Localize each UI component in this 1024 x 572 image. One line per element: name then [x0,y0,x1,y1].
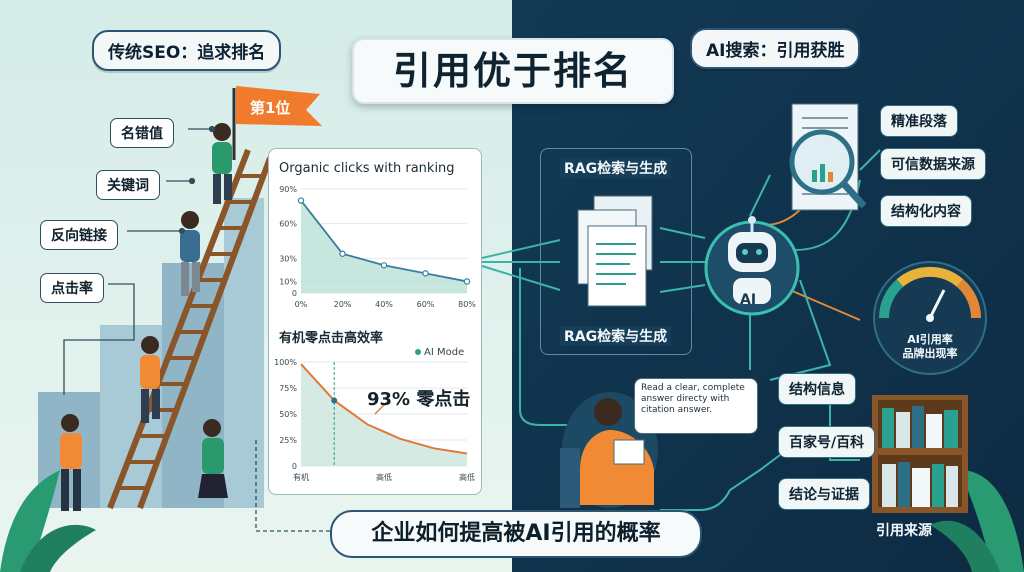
chart2-annotation-arrow [374,401,388,415]
plant-left [0,470,96,572]
chart1-y-tick: 0 [292,289,297,298]
ladder [107,148,273,510]
chart2-y-tick: 0 [292,462,297,471]
chart1-svg: 90% 60% 30% 10% 0 0% 20% 40% 60% 80% [279,185,476,309]
chart2-title: 有机零点击高效率 [279,331,384,346]
rag-box [540,148,692,355]
chart2-point [331,397,338,404]
plant-right [930,470,1024,572]
chart2-y-tick: 75% [279,384,297,393]
chart1-x-tick: 40% [375,300,393,309]
flag-icon [232,86,322,160]
reader-person-icon [560,392,658,508]
chart2-y-tick: 25% [279,436,297,445]
gauge-icon [873,261,987,375]
left-header: 传统SEO：追求排名 [92,30,282,71]
tag-click-rate: 点击率 [40,273,104,303]
tag-ranking-value: 名错值 [110,118,174,148]
chart1-point [297,197,305,204]
tag-keywords: 关键词 [96,170,160,200]
chart2-y-tick: 50% [279,410,297,419]
chart1-point [380,262,388,269]
climber-lower [140,336,160,423]
tag-precise-paragraph: 精准段落 [880,105,958,137]
gauge-label: AI引用率品牌出现率 [885,333,975,361]
chart-panel: Organic clicks with ranking 90% 60% 30% 10%… [268,148,482,495]
source-caption: 引用来源 [876,523,932,539]
bottom-title: 企业如何提高被AI引用的概率 [330,510,702,558]
gauge-label-line1: AI引用率 [907,333,953,346]
chart1-y-tick: 30% [279,254,297,263]
speech-bubble: Read a clear, complete answer directy wi… [634,378,758,434]
magnifier-document-icon [789,103,867,211]
left-connectors [63,125,330,532]
legend-dot-icon [415,349,421,355]
chart1-point [422,270,429,277]
ai-label: AI [740,292,757,308]
right-header: AI搜索：引用获胜 [690,28,861,69]
chart2-x-tick: 高低 [459,472,475,482]
chart1-point [463,278,471,285]
tag-structure-info: 结构信息 [778,373,856,405]
chart1-y-tick: 10% [279,277,297,286]
main-title: 引用优于排名 [352,38,674,104]
ai-robot-icon [704,216,800,316]
chart2-line [300,363,468,455]
flag-label: 第1位 [250,99,291,117]
chart1-area [301,200,467,293]
chart2-svg: 100% 75% 50% 25% 0有机 高低 高低 [274,358,475,482]
person-standing-left [60,414,82,511]
chart1-point [339,250,346,257]
chart1-y-tick: 90% [279,185,297,194]
bookshelf-icon [872,395,968,513]
chart1-x-tick: 80% [458,300,476,309]
rag-bottom-label: RAG检索与生成 [560,326,672,346]
chart2-x-tick: 高低 [376,472,392,482]
chart2-annotation: 93% 零点击 [367,389,471,410]
document-stack-icon [577,195,653,307]
tag-baike: 百家号/百科 [778,426,876,458]
tag-structured-content: 结构化内容 [880,195,972,227]
chart2-y-tick: 100% [274,358,297,367]
chart1-y-tick: 60% [279,220,297,229]
tag-backlinks: 反向链接 [40,220,118,250]
chart1-title: Organic clicks with ranking [279,161,455,176]
chart2-legend-label: AI Mode [424,347,465,358]
person-standing-right [198,419,228,498]
chart2-area [301,364,467,466]
chart2-x-tick: 有机 [293,472,309,482]
chart2-legend: AI Mode [415,347,464,358]
climber-top [212,123,232,204]
chart1-x-tick: 60% [417,300,435,309]
chart1-x-tick: 20% [334,300,352,309]
chart1-x-tick: 0% [295,300,308,309]
tag-conclusion-evidence: 结论与证据 [778,478,870,510]
tag-trusted-source: 可信数据来源 [880,148,986,180]
climber-middle [180,211,200,296]
gauge-label-line2: 品牌出现率 [902,347,958,360]
rag-top-label: RAG检索与生成 [560,158,672,178]
